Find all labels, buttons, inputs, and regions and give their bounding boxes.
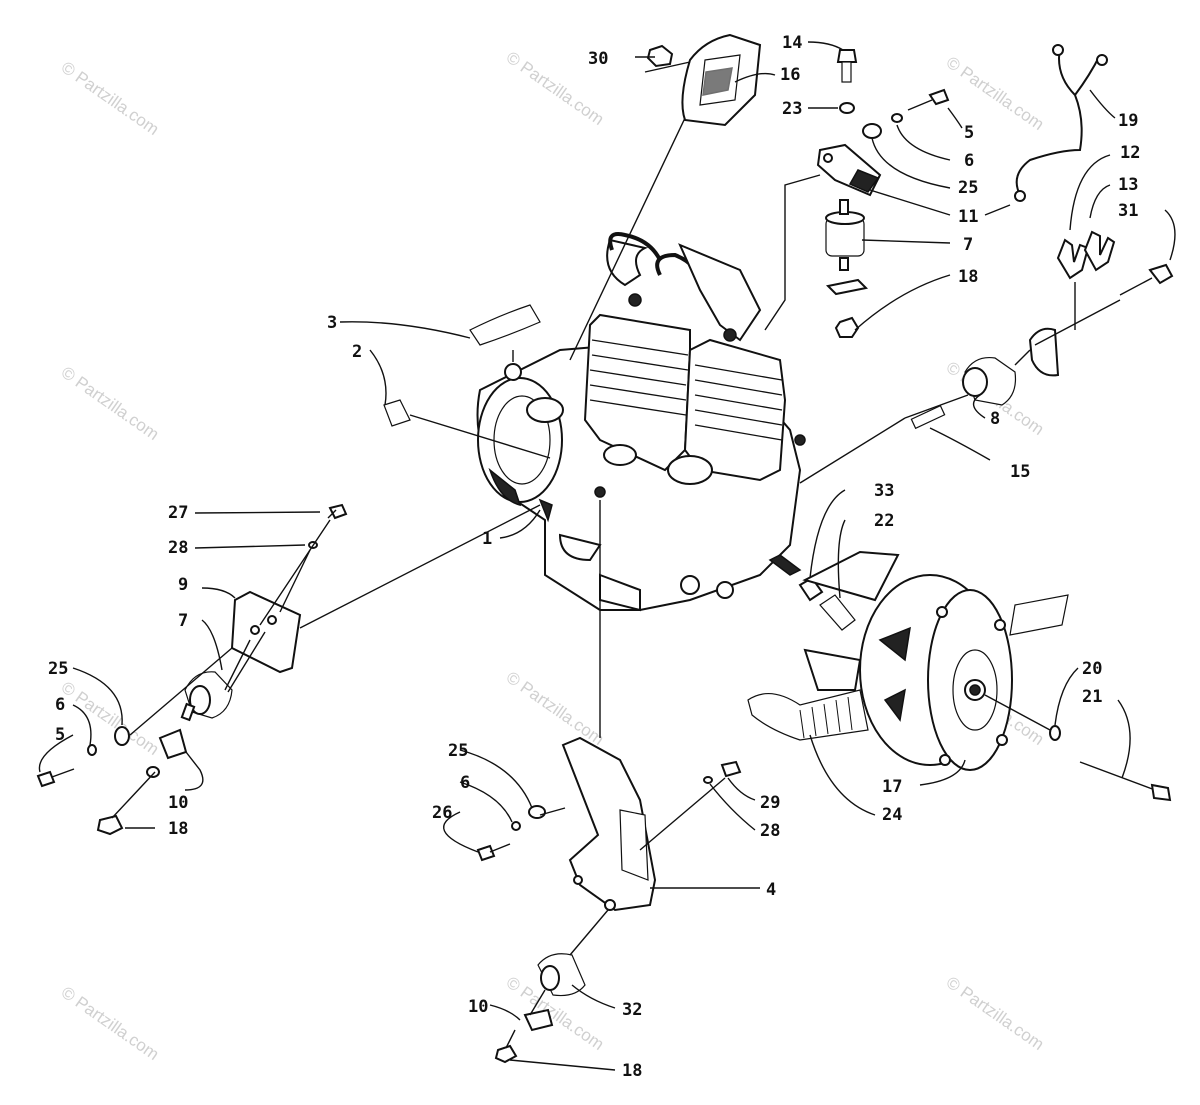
callout-33: 33	[874, 481, 894, 501]
callout-6: 6	[964, 151, 974, 171]
part-18-nut-left	[96, 814, 124, 836]
part-27-bolt	[327, 503, 348, 520]
watermark: © Partzilla.com	[58, 363, 163, 444]
part-5-bolt-top	[907, 88, 950, 111]
part-10-tab-left	[158, 728, 188, 760]
part-32-mount-bottom	[537, 953, 586, 997]
part-23-washer	[839, 102, 855, 114]
part-8-mount-right	[962, 356, 1017, 406]
callout-8: 8	[990, 409, 1000, 429]
callout-3: 3	[327, 313, 337, 333]
callout-13: 13	[1118, 175, 1138, 195]
watermark: © Partzilla.com	[58, 983, 163, 1064]
part-tab-washer-right	[1028, 327, 1060, 377]
part-small-washer-left	[146, 766, 160, 778]
callout-22: 22	[874, 511, 894, 531]
part-31-bolt	[1119, 263, 1174, 296]
callout-24: 24	[882, 805, 902, 825]
callout-14: 14	[782, 33, 802, 53]
part-4-bracket	[561, 736, 657, 912]
watermark: © Partzilla.com	[943, 973, 1048, 1054]
part-22-bushing	[819, 594, 856, 631]
callout-25: 25	[48, 659, 68, 679]
part-6-lockwasher-bottom	[511, 821, 521, 831]
part-2-decal-small	[383, 399, 411, 427]
part-14-bolt	[836, 49, 858, 83]
callout-12: 12	[1120, 143, 1140, 163]
watermark: © Partzilla.com	[503, 668, 608, 749]
callout-18: 18	[958, 267, 978, 287]
callout-6: 6	[55, 695, 65, 715]
part-18-nut-top	[834, 316, 860, 338]
part-15-stud	[910, 404, 946, 430]
callout-2: 2	[352, 342, 362, 362]
callout-30: 30	[588, 49, 608, 69]
part-11-bracket	[816, 143, 882, 197]
part-7-mount-left	[180, 671, 233, 722]
callout-9: 9	[178, 575, 188, 595]
part-12-13-clips	[1056, 230, 1116, 280]
callout-10: 10	[168, 793, 188, 813]
callout-7: 7	[178, 611, 188, 631]
callout-28: 28	[760, 821, 780, 841]
callout-32: 32	[622, 1000, 642, 1020]
callout-10: 10	[468, 997, 488, 1017]
callout-20: 20	[1082, 659, 1102, 679]
part-5-bolt-left	[36, 768, 75, 788]
leader-lines	[38, 41, 1176, 1071]
part-29-bolt	[720, 760, 742, 778]
part-17-clutch	[802, 550, 1069, 771]
callout-labels: 30 16 14 23 5 6 25 11 7 18 19 12 13 31 3…	[48, 33, 1140, 1081]
part-9-plate	[230, 590, 302, 674]
callout-25: 25	[448, 741, 468, 761]
part-3-decal	[469, 304, 541, 346]
part-washer-top-mount	[825, 278, 869, 296]
callout-15: 15	[1010, 462, 1030, 482]
part-7-mount-top	[825, 199, 865, 271]
part-18-nut-bottom	[494, 1044, 518, 1064]
callout-18: 18	[168, 819, 188, 839]
part-24-belt	[747, 689, 869, 741]
callout-11: 11	[958, 207, 978, 227]
part-19-wire-harness	[1014, 44, 1108, 202]
callout-5: 5	[964, 123, 974, 143]
callout-1: 1	[482, 529, 492, 549]
callout-19: 19	[1118, 111, 1138, 131]
callout-16: 16	[780, 65, 800, 85]
part-20-washer	[1049, 725, 1061, 741]
watermark: © Partzilla.com	[58, 58, 163, 139]
part-30-nut	[646, 44, 674, 68]
callout-23: 23	[782, 99, 802, 119]
part-25-washer-left	[114, 726, 130, 746]
callout-26: 26	[432, 803, 452, 823]
callout-21: 21	[1082, 687, 1102, 707]
part-6-lockwasher-left	[87, 744, 97, 756]
part-25-washer-top	[862, 123, 882, 139]
callout-31: 31	[1118, 201, 1138, 221]
callout-5: 5	[55, 725, 65, 745]
part-6-lockwasher-top	[891, 113, 903, 123]
callout-7: 7	[963, 235, 973, 255]
part-28-lockwasher-bottom	[703, 776, 713, 784]
callout-25: 25	[958, 178, 978, 198]
callout-17: 17	[882, 777, 902, 797]
part-10-tab-bottom	[523, 1008, 554, 1032]
part-16-plate	[681, 33, 762, 127]
callout-29: 29	[760, 793, 780, 813]
callout-28: 28	[168, 538, 188, 558]
part-21-bolt	[1079, 761, 1172, 802]
part-26-bolt	[476, 843, 511, 862]
callout-4: 4	[766, 880, 776, 900]
engine-block	[476, 232, 806, 612]
callout-27: 27	[168, 503, 188, 523]
callout-18: 18	[622, 1061, 642, 1081]
callout-6: 6	[460, 773, 470, 793]
part-washer-3	[504, 363, 522, 381]
